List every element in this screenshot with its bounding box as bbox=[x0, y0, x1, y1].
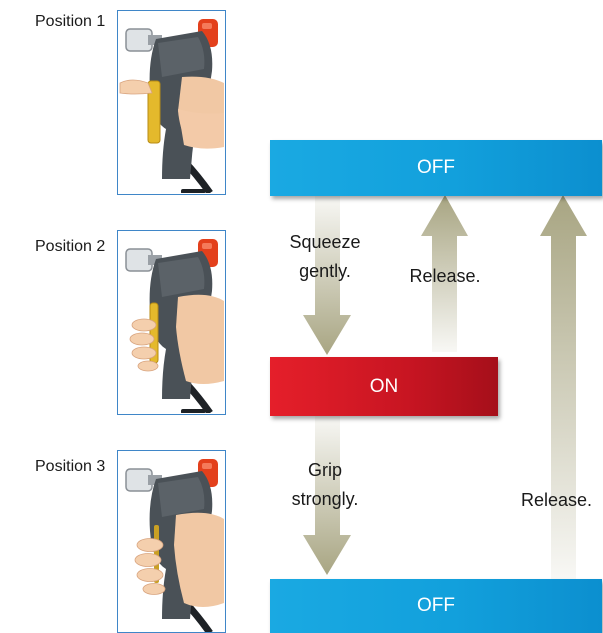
caption-grip-strongly: Grip strongly. bbox=[291, 460, 359, 509]
enabling-device-position-3-image bbox=[117, 450, 226, 633]
position-1-label: Position 1 bbox=[35, 13, 106, 30]
state-off-top: OFF bbox=[270, 140, 602, 196]
enabling-device-position-1-image bbox=[117, 10, 226, 195]
state-off-top-label: OFF bbox=[417, 157, 455, 178]
state-off-bottom: OFF bbox=[270, 579, 602, 633]
enabling-device-position-2-image bbox=[117, 230, 226, 415]
arrow-release-up-short bbox=[421, 195, 468, 352]
arrow-squeeze-down bbox=[303, 196, 351, 355]
arrow-grip-down bbox=[303, 416, 351, 575]
state-on-label: ON bbox=[369, 375, 399, 397]
position-3-label: Position 3 bbox=[35, 458, 106, 475]
state-on: ON bbox=[270, 357, 498, 416]
arrow-release-up-long bbox=[540, 195, 587, 580]
position-2-label: Position 2 bbox=[35, 238, 106, 255]
caption-release-short: Release. bbox=[409, 266, 481, 286]
caption-squeeze-gently: Squeeze gently. bbox=[289, 232, 361, 281]
state-off-bottom-label: OFF bbox=[417, 595, 455, 616]
caption-release-long: Release. bbox=[520, 490, 593, 510]
